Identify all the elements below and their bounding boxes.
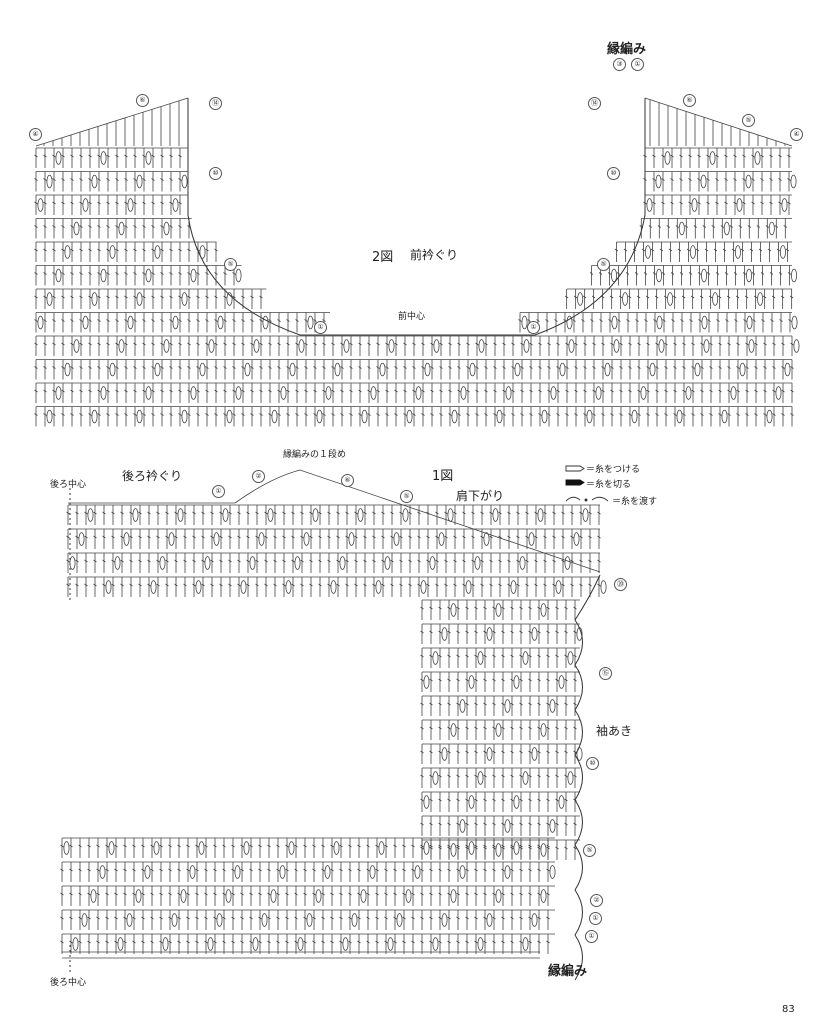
row-number: ① bbox=[585, 930, 598, 943]
back-shoulder-chart bbox=[60, 469, 607, 959]
row-number: ⑤ bbox=[597, 258, 610, 271]
row-number: ⑳ bbox=[614, 578, 627, 591]
row-number: ① bbox=[314, 321, 327, 334]
diagram1-title: 1図 bbox=[432, 469, 454, 484]
row-number: ⑤ bbox=[742, 114, 755, 127]
row-number: ① bbox=[631, 58, 644, 71]
row-number: ④ bbox=[790, 128, 803, 141]
row-number: ⑤ bbox=[400, 490, 413, 503]
row-number: ② bbox=[590, 894, 603, 907]
edging-row1-label: 縁編みの１段め bbox=[283, 450, 347, 460]
shoulder-label: 肩下がり bbox=[456, 489, 505, 503]
row-number: ① bbox=[212, 485, 225, 498]
row-number: ⑭ bbox=[588, 97, 601, 110]
row-number: ⑮ bbox=[599, 667, 612, 680]
row-number: ⑥ bbox=[136, 94, 149, 107]
row-number: ④ bbox=[29, 128, 42, 141]
back-center-bottom-label: 後ろ中心 bbox=[50, 978, 87, 988]
row-number: ① bbox=[527, 321, 540, 334]
row-number: ⑭ bbox=[209, 97, 222, 110]
legend-attach-text: ＝糸をつける bbox=[586, 465, 641, 475]
row-number: ⑩ bbox=[586, 757, 599, 770]
row-number: ⑤ bbox=[224, 258, 237, 271]
legend-carry-text: ＝糸を渡す bbox=[612, 497, 658, 507]
row-number: ⑩ bbox=[209, 167, 222, 180]
back-neck-label: 後ろ衿ぐり bbox=[122, 469, 183, 483]
diagram1-edging-label: 縁編み bbox=[548, 964, 588, 979]
row-number: ② bbox=[252, 470, 265, 483]
row-number: ⑥ bbox=[683, 94, 696, 107]
front-neckline-chart bbox=[34, 97, 800, 427]
row-number: ① bbox=[589, 912, 602, 925]
page-number: 83 bbox=[782, 1004, 795, 1015]
armhole-label: 袖あき bbox=[596, 724, 633, 738]
chart-outlines bbox=[69, 98, 646, 981]
diagram2-title: 2図 bbox=[372, 250, 394, 265]
diagram2-subtitle: 前衿ぐり bbox=[410, 248, 459, 262]
row-number: ⑤ bbox=[583, 844, 596, 857]
front-center-label: 前中心 bbox=[398, 312, 426, 322]
row-number: ⑩ bbox=[607, 167, 620, 180]
legend-cut-text: ＝糸を切る bbox=[586, 480, 632, 490]
diagram2-edging-label: 縁編み bbox=[607, 42, 647, 57]
row-number: ⑥ bbox=[341, 474, 354, 487]
row-number: ③ bbox=[613, 58, 626, 71]
back-center-top-label: 後ろ中心 bbox=[50, 480, 87, 490]
